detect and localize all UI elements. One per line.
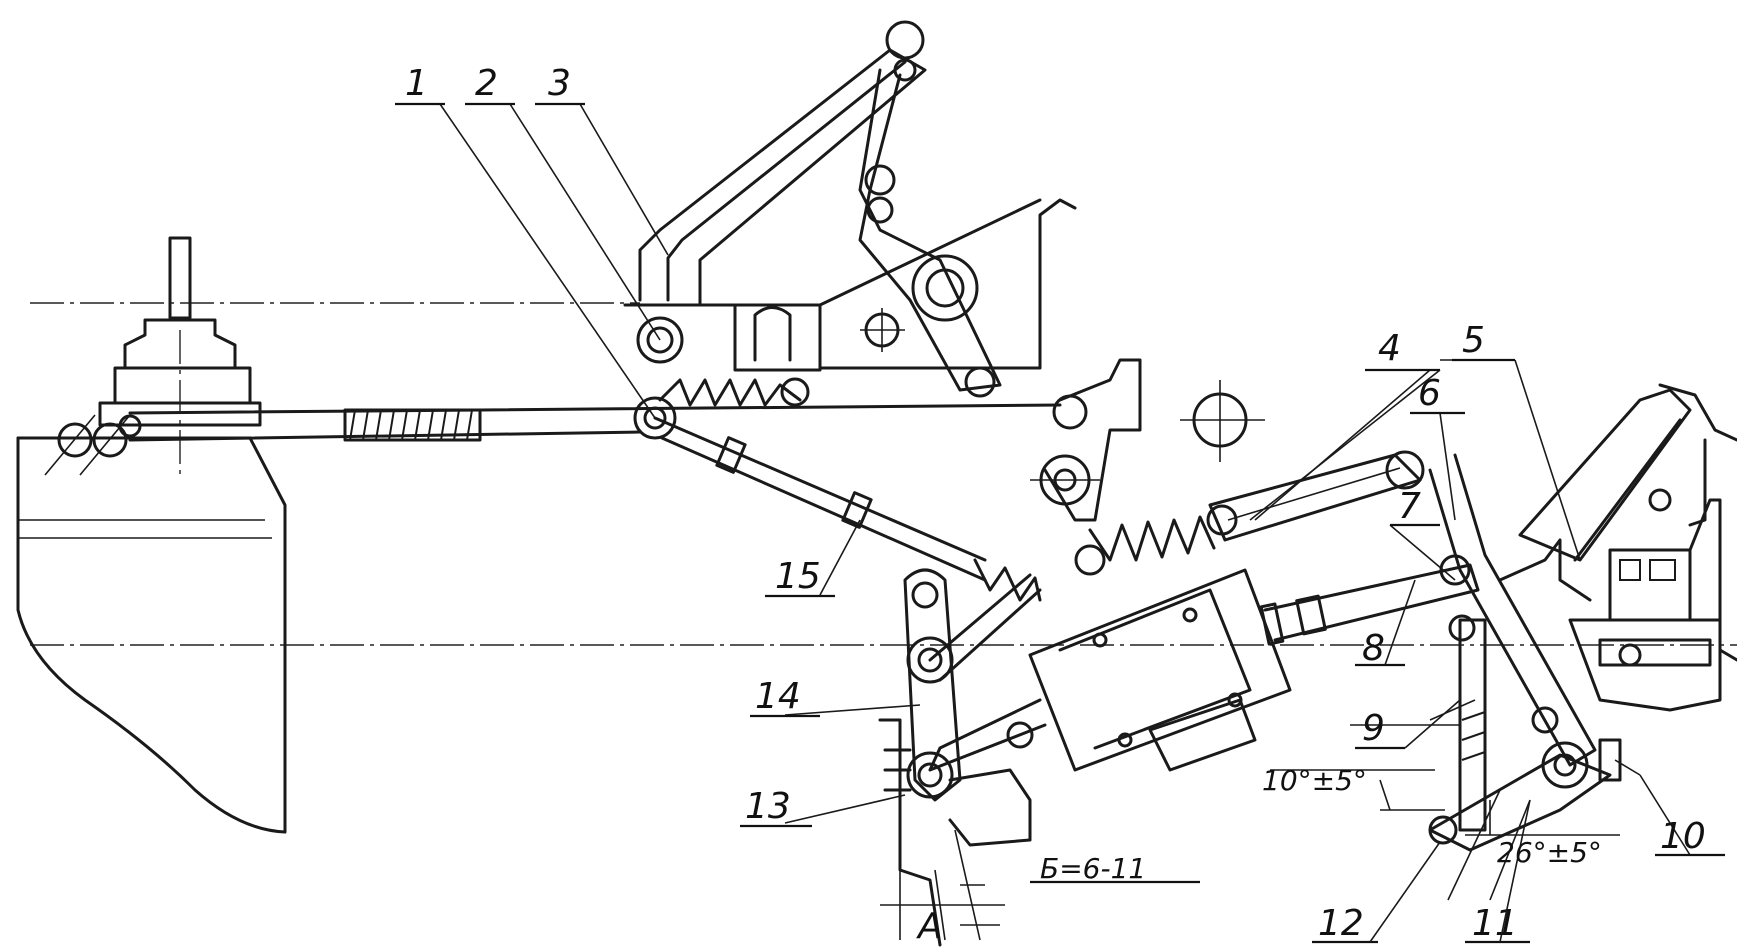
- view-letter-a: А: [916, 906, 943, 947]
- upper-lever-assembly: [623, 20, 1077, 440]
- left-housing: [16, 236, 287, 834]
- axis-lines: [30, 302, 1737, 646]
- callout-15: 15: [775, 556, 821, 597]
- callout-12: 12: [1318, 903, 1364, 944]
- main-horizontal-rod: [128, 403, 1062, 442]
- callout-8: 8: [1362, 628, 1385, 669]
- callout-13: 13: [745, 786, 791, 827]
- callout-14: 14: [755, 676, 801, 717]
- angle-upper-label: 10°±5°: [1262, 764, 1367, 797]
- callout-1: 1: [405, 63, 428, 104]
- dimension-labels: 10°±5° 26°±5° Б=6-11 А: [916, 764, 1602, 947]
- callout-10: 10: [1660, 816, 1706, 857]
- spring-link-4: [1074, 450, 1425, 576]
- rod-end-crank: [1030, 358, 1265, 522]
- callout-4: 4: [1378, 328, 1401, 369]
- callout-6: 6: [1418, 373, 1441, 414]
- callout-5: 5: [1462, 320, 1485, 361]
- actuator-cylinder: [928, 563, 1480, 772]
- callout-7: 7: [1398, 486, 1421, 527]
- callout-3: 3: [548, 63, 571, 104]
- diagonal-link-15: [653, 416, 1042, 602]
- callout-11: 11: [1472, 903, 1518, 944]
- dimension-lines: [880, 769, 1620, 926]
- angle-lower-label: 26°±5°: [1497, 836, 1602, 869]
- gap-dimension-label: Б=6-11: [1040, 852, 1146, 885]
- right-housing: [1518, 383, 1737, 712]
- callout-labels: 1 2 3 4 5 6 7 8 9 10 11 12 13 14 15: [395, 63, 1725, 944]
- callout-2: 2: [475, 63, 498, 104]
- right-linkage: [1428, 453, 1622, 852]
- callout-9: 9: [1362, 708, 1385, 749]
